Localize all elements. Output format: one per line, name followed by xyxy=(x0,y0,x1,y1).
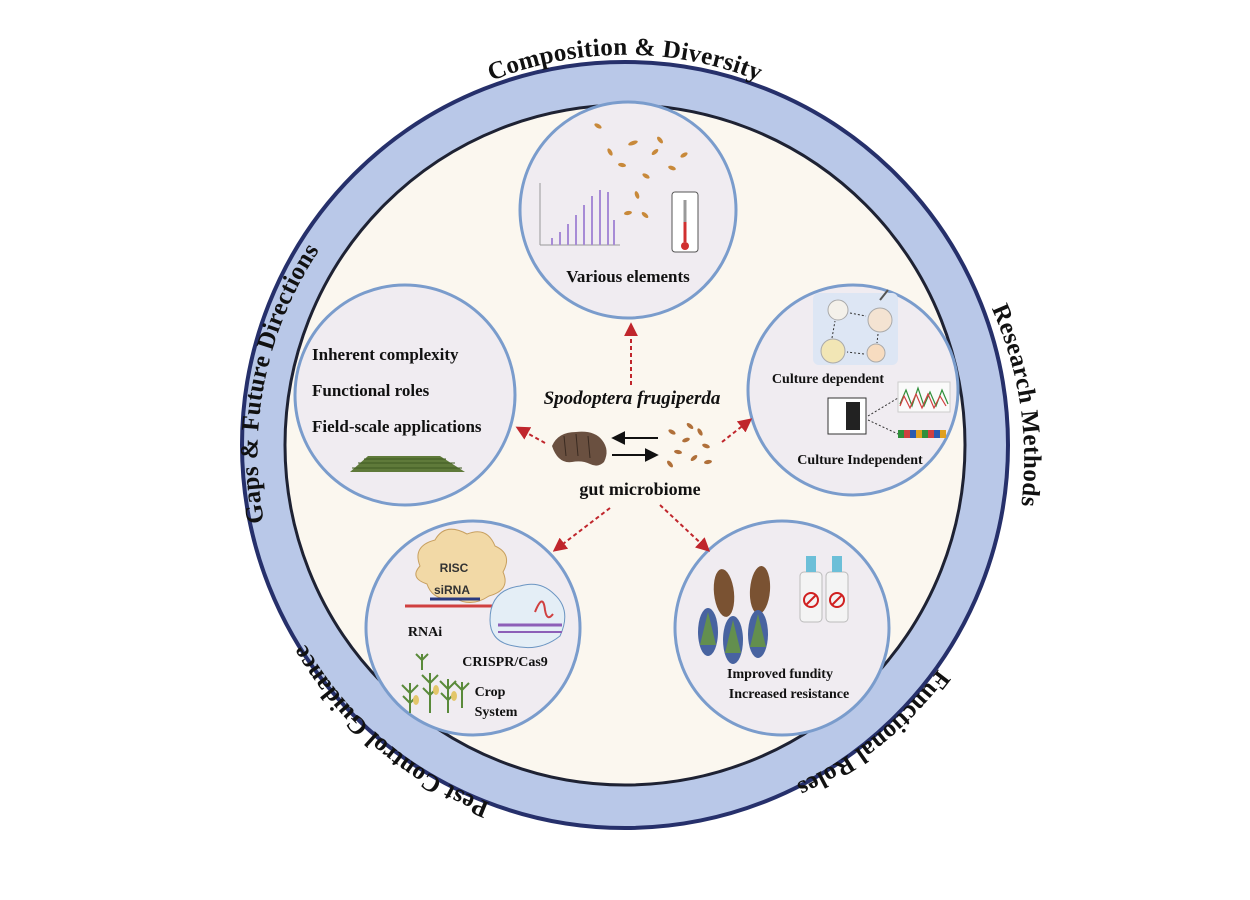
crop-plant-icon xyxy=(401,653,470,713)
center-block: Spodoptera frugiperda gut microbiome xyxy=(544,388,721,499)
crop-line2: System xyxy=(475,705,518,720)
node-gaps: Inherent complexity Functional roles Fie… xyxy=(293,283,517,507)
node-pest-control: RISC siRNA RNAi CRISPR/Cas9 Crop System xyxy=(364,519,582,737)
gap-item-1: Inherent complexity xyxy=(312,345,459,364)
sequencer-icon xyxy=(827,381,951,438)
microbe-cluster-icon xyxy=(667,423,712,468)
culture-independent-label: Culture Independent xyxy=(797,453,923,468)
field-crop-icon xyxy=(350,456,465,472)
spectrum-chart-icon xyxy=(539,183,620,246)
node-research-methods: Culture dependent Culture In xyxy=(746,283,960,497)
sirna-label: siRNA xyxy=(434,583,470,597)
culture-dependent-label: Culture dependent xyxy=(772,372,884,387)
gap-item-3: Field-scale applications xyxy=(312,417,482,436)
crop-line1: Crop xyxy=(475,685,506,700)
larva-icon xyxy=(713,566,771,617)
arrow-to-functional xyxy=(659,504,711,552)
arrow-to-gaps xyxy=(515,426,546,444)
microbiome-label: gut microbiome xyxy=(579,479,700,499)
corn-icon xyxy=(698,608,768,664)
species-label: Spodoptera frugiperda xyxy=(544,388,721,409)
functional-line2: Increased resistance xyxy=(729,687,849,702)
crispr-complex-icon xyxy=(489,583,566,649)
thermometer-icon xyxy=(671,191,699,253)
gap-item-2: Functional roles xyxy=(312,381,430,400)
risc-label: RISC xyxy=(440,561,469,575)
rnai-label: RNAi xyxy=(408,625,442,640)
node-functional-roles: Improved fundity Increased resistance xyxy=(673,519,891,737)
sequence-bar-icon xyxy=(898,430,946,438)
culture-cycle-icon xyxy=(813,289,898,365)
risc-complex-icon xyxy=(415,528,508,603)
bacteria-icon xyxy=(594,123,688,218)
spray-bottle-icon xyxy=(799,556,849,623)
larva-center-icon xyxy=(552,431,607,466)
node-composition: Various elements xyxy=(518,100,738,320)
functional-line1: Improved fundity xyxy=(727,667,833,682)
arrow-to-research xyxy=(721,418,753,443)
composition-label: Various elements xyxy=(566,267,690,286)
crispr-label: CRISPR/Cas9 xyxy=(462,655,548,670)
arrow-to-pest-control xyxy=(552,507,611,552)
